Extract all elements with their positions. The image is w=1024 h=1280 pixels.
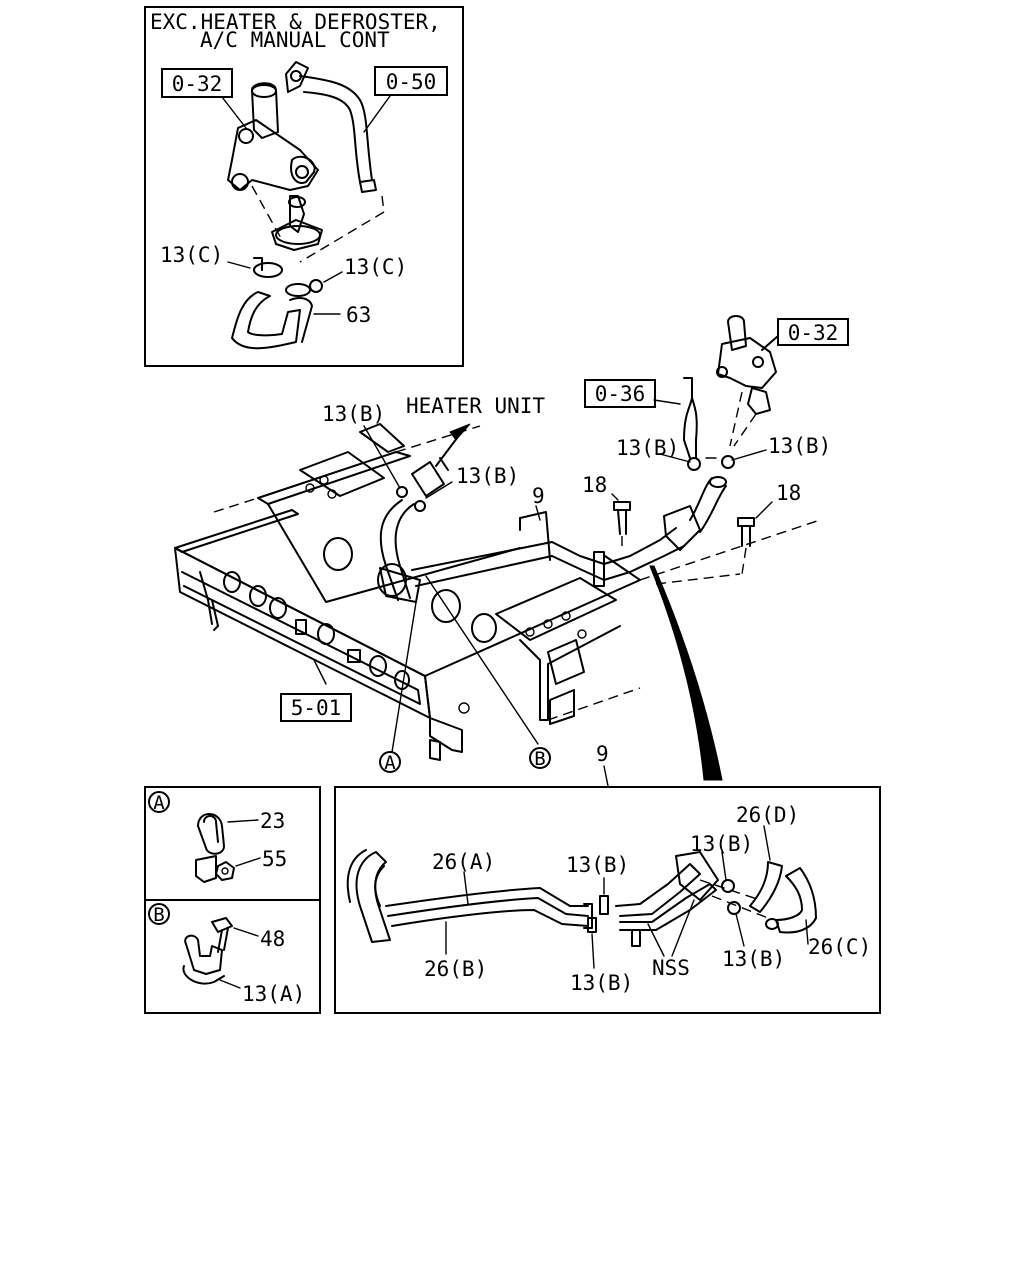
thermostat-housing-drawing xyxy=(221,82,323,251)
clamp-label-13b-top-left: 13(B) xyxy=(322,402,385,426)
detail-b-frame xyxy=(144,899,321,1014)
bolt-18-left-drawing xyxy=(613,501,631,548)
hose-label-26c: 26(C) xyxy=(808,935,871,959)
marker-a-main xyxy=(379,751,401,773)
detail-9-frame xyxy=(334,786,881,1014)
part-label-13a: 13(A) xyxy=(242,982,305,1006)
ref-label-0-50: 0-50 xyxy=(386,70,437,94)
detail-b-marker xyxy=(148,903,170,925)
clamp-label-13b-detail-right-bottom: 13(B) xyxy=(722,947,785,971)
hose-26b-drawing xyxy=(355,851,391,943)
clamp-label-13c-left: 13(C) xyxy=(160,243,223,267)
detail-b: B 48 13(A) xyxy=(144,899,321,1014)
detail-a-marker xyxy=(148,791,170,813)
nss-label: NSS xyxy=(652,956,690,980)
hose-label-63: 63 xyxy=(346,303,371,327)
inset-title-line1: EXC.HEATER & DEFROSTER, xyxy=(150,10,441,34)
clamp-label-13b-detail-top: 13(B) xyxy=(566,853,629,877)
pipe-label-9-main: 9 xyxy=(532,484,545,508)
clamp-13b-heater xyxy=(363,425,453,512)
ref-box-0-50 xyxy=(374,66,448,96)
hose-label-26b: 26(B) xyxy=(424,957,487,981)
inset-frame xyxy=(144,6,464,367)
main-assembly: A B 0-32 0-36 5-01 HEATER UNIT 13(B) 13(… xyxy=(174,315,849,781)
clamp-label-13b-right-b: 13(B) xyxy=(768,434,831,458)
clamp-label-13b-top-mid: 13(B) xyxy=(456,464,519,488)
clamp-13b-detail-top-drawing xyxy=(599,895,609,915)
detail-a: A 23 55 xyxy=(144,786,321,901)
bolt-label-18-right: 18 xyxy=(776,481,801,505)
ref-box-0-36 xyxy=(584,379,656,408)
bolt-label-18-left: 18 xyxy=(582,473,607,497)
ref-box-0-32-main xyxy=(777,318,849,346)
hose-label-26d: 26(D) xyxy=(736,803,799,827)
ref-label-0-32-main: 0-32 xyxy=(788,321,839,345)
part-label-23: 23 xyxy=(260,809,285,833)
hose-26c-drawing xyxy=(775,867,817,934)
detail-b-marker-label: B xyxy=(153,904,164,926)
pipe-9-right-drawing xyxy=(619,883,717,931)
clamp-13b-detail-bottom-drawing xyxy=(587,917,597,933)
clamp-label-13b-detail-right-top: 13(B) xyxy=(690,832,753,856)
pipe-9-drawing xyxy=(379,377,735,603)
hose-63-drawing xyxy=(227,257,343,350)
bolt-18-right-drawing xyxy=(737,501,773,575)
engine-outlet-drawing xyxy=(716,315,779,447)
heater-unit-label: HEATER UNIT xyxy=(406,394,545,418)
part-label-48: 48 xyxy=(260,927,285,951)
ref-label-0-32-inset: 0-32 xyxy=(172,72,223,96)
bolt-48-drawing xyxy=(211,917,233,933)
nut-55-drawing xyxy=(215,861,235,881)
detail-pointer xyxy=(649,565,723,781)
part-label-55: 55 xyxy=(262,847,287,871)
inset-title-line2: A/C MANUAL CONT xyxy=(200,28,390,52)
hose-label-26a: 26(A) xyxy=(432,850,495,874)
clamp-label-13b-right-a: 13(B) xyxy=(616,436,679,460)
ref-box-0-32-inset xyxy=(161,68,233,98)
clamp-13a-drawing xyxy=(184,934,223,975)
ref-label-0-36: 0-36 xyxy=(595,382,646,406)
clamp-label-13b-detail-bottom: 13(B) xyxy=(570,971,633,995)
marker-b-main xyxy=(529,747,551,769)
marker-b-main-label: B xyxy=(534,748,545,770)
marker-a-main-label: A xyxy=(384,752,396,774)
hose-26d-drawing xyxy=(749,861,783,913)
detail-a-marker-label: A xyxy=(153,792,165,814)
detail-9-title: 9 xyxy=(596,742,609,766)
heater-unit-arrow xyxy=(411,423,471,497)
frame-drawing xyxy=(174,423,821,761)
pipe-26a-drawing xyxy=(391,909,589,927)
detail-9: 9 26(A) xyxy=(334,742,881,1014)
inset-exc-heater: EXC.HEATER & DEFROSTER, A/C MANUAL CONT … xyxy=(144,6,464,367)
ref-box-5-01 xyxy=(280,693,352,722)
ref-label-5-01: 5-01 xyxy=(291,696,342,720)
clip-23-drawing xyxy=(197,813,225,855)
pipe-0-50-drawing xyxy=(285,61,391,263)
detail-a-frame xyxy=(144,786,321,901)
clamp-label-13c-right: 13(C) xyxy=(344,255,407,279)
